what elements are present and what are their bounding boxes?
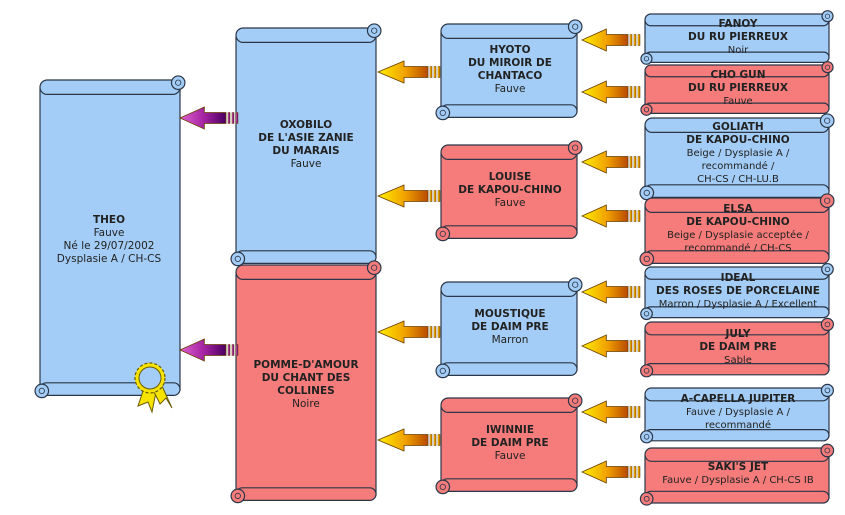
dog-sire-dam: LOUISE DE KAPOU-CHINO Fauve (446, 155, 574, 225)
dog-details: Fauve Né le 29/07/2002 Dysplasie A / CH-… (56, 227, 162, 265)
dog-details: Fauve (494, 83, 526, 95)
dog-details: Marron (491, 333, 529, 346)
dog-name: POMME-D'AMOUR DU CHANT DES COLLINES (253, 359, 359, 397)
dog-name: IWINNIE DE DAIM PRE (471, 423, 549, 449)
dog-gen3-2: CHO GUN DU RU PIERREUX Fauve (652, 68, 824, 107)
dog-gen3-1: FANOY DU RU PIERREUX Noir (652, 17, 824, 56)
dog-name: MOUSTIQUE DE DAIM PRE (471, 307, 549, 333)
dog-details: Marron / Dysplasie A / Excellent (658, 298, 818, 310)
dog-details: Fauve (723, 95, 753, 107)
dog-name: THEO (92, 214, 126, 226)
dog-dam-dam: IWINNIE DE DAIM PRE Fauve (446, 408, 574, 478)
arrow-left-icon (581, 460, 641, 484)
scroll-dam-dam (435, 393, 583, 495)
dog-details: Fauve / Dysplasie A / CH-CS IB (662, 475, 814, 486)
dog-details: Fauve (290, 158, 322, 170)
arrow-left-icon (581, 150, 641, 174)
scroll-gen3-7 (639, 383, 835, 444)
dog-gen3-8: SAKI'S JET Fauve / Dysplasie A / CH-CS I… (652, 454, 824, 494)
dog-dam-sire: MOUSTIQUE DE DAIM PRE Marron (446, 292, 574, 362)
dog-name: CHO GUN DU RU PIERREUX (688, 68, 788, 94)
scroll-gen3-4 (639, 193, 835, 267)
arrow-left-icon (581, 280, 641, 304)
arrow-left-icon (376, 428, 441, 452)
arrow-left-icon (376, 60, 441, 84)
arrow-left-icon (581, 204, 641, 228)
scroll-sire-sire (435, 19, 583, 121)
dog-details: Noire (292, 398, 320, 410)
dog-name: GOLIATH DE KAPOU-CHINO (686, 120, 790, 146)
arrow-left-icon (376, 320, 441, 344)
arrow-left-icon (581, 400, 641, 424)
dog-gen3-4: ELSA DE KAPOU-CHINO Beige / Dysplasie ac… (652, 203, 824, 254)
scroll-gen3-3 (639, 113, 835, 201)
dog-details: Beige / Dysplasie A / recommandé / CH-CS… (686, 147, 790, 185)
dog-name: OXOBILO DE L'ASIE ZANIE DU MARAIS (258, 119, 354, 157)
scroll-gen3-2 (640, 61, 834, 116)
dog-details: Fauve (494, 449, 526, 462)
rosette-seal-icon (134, 362, 173, 414)
dog-details: Fauve / Dysplasie A / recommandé (686, 406, 790, 431)
dog-dam: POMME-D'AMOUR DU CHANT DES COLLINES Noir… (242, 280, 370, 490)
dog-details: Sable (724, 354, 752, 366)
arrow-left-icon (581, 334, 641, 358)
dog-name: A-CAPELLA JUPITER (680, 392, 796, 405)
dog-name: ELSA DE KAPOU-CHINO (686, 203, 790, 228)
dog-gen3-7: A-CAPELLA JUPITER Fauve / Dysplasie A / … (652, 392, 824, 432)
scroll-gen3-6 (639, 317, 835, 378)
scroll-gen3-5 (640, 262, 834, 321)
arrow-left-icon (376, 184, 441, 208)
arrow-left-icon (179, 338, 239, 362)
dog-gen3-3: GOLIATH DE KAPOU-CHINO Beige / Dysplasie… (652, 120, 824, 185)
dog-name: JULY DE DAIM PRE (699, 327, 777, 353)
dog-root: THEO Fauve Né le 29/07/2002 Dysplasie A … (45, 95, 173, 385)
dog-details: Fauve (494, 196, 526, 209)
arrow-left-icon (581, 28, 641, 52)
dog-details: Noir (727, 44, 749, 56)
scroll-gen3-8 (639, 443, 835, 506)
scroll-gen3-1 (640, 10, 834, 65)
dog-gen3-6: JULY DE DAIM PRE Sable (652, 328, 824, 366)
dog-sire: OXOBILO DE L'ASIE ZANIE DU MARAIS Fauve (242, 40, 370, 250)
dog-gen3-5: IDEAL DES ROSES DE PORCELAINE Marron / D… (652, 271, 824, 311)
dog-name: SAKI'S JET (707, 461, 769, 473)
arrow-left-icon (179, 106, 239, 130)
dog-name: FANOY DU RU PIERREUX (688, 17, 788, 43)
scroll-sire (230, 23, 382, 267)
scroll-sire-dam (435, 140, 583, 242)
dog-details: Beige / Dysplasie acceptée / recommandé … (667, 230, 809, 254)
scroll-dam (230, 260, 382, 504)
dog-sire-sire: HYOTO DU MIROIR DE CHANTACO Fauve (446, 35, 574, 105)
dog-name: LOUISE DE KAPOU-CHINO (458, 170, 562, 196)
dog-name: IDEAL DES ROSES DE PORCELAINE (656, 271, 820, 297)
scroll-dam-sire (435, 277, 583, 379)
arrow-left-icon (581, 80, 641, 104)
dog-name: HYOTO DU MIROIR DE CHANTACO (468, 44, 552, 82)
